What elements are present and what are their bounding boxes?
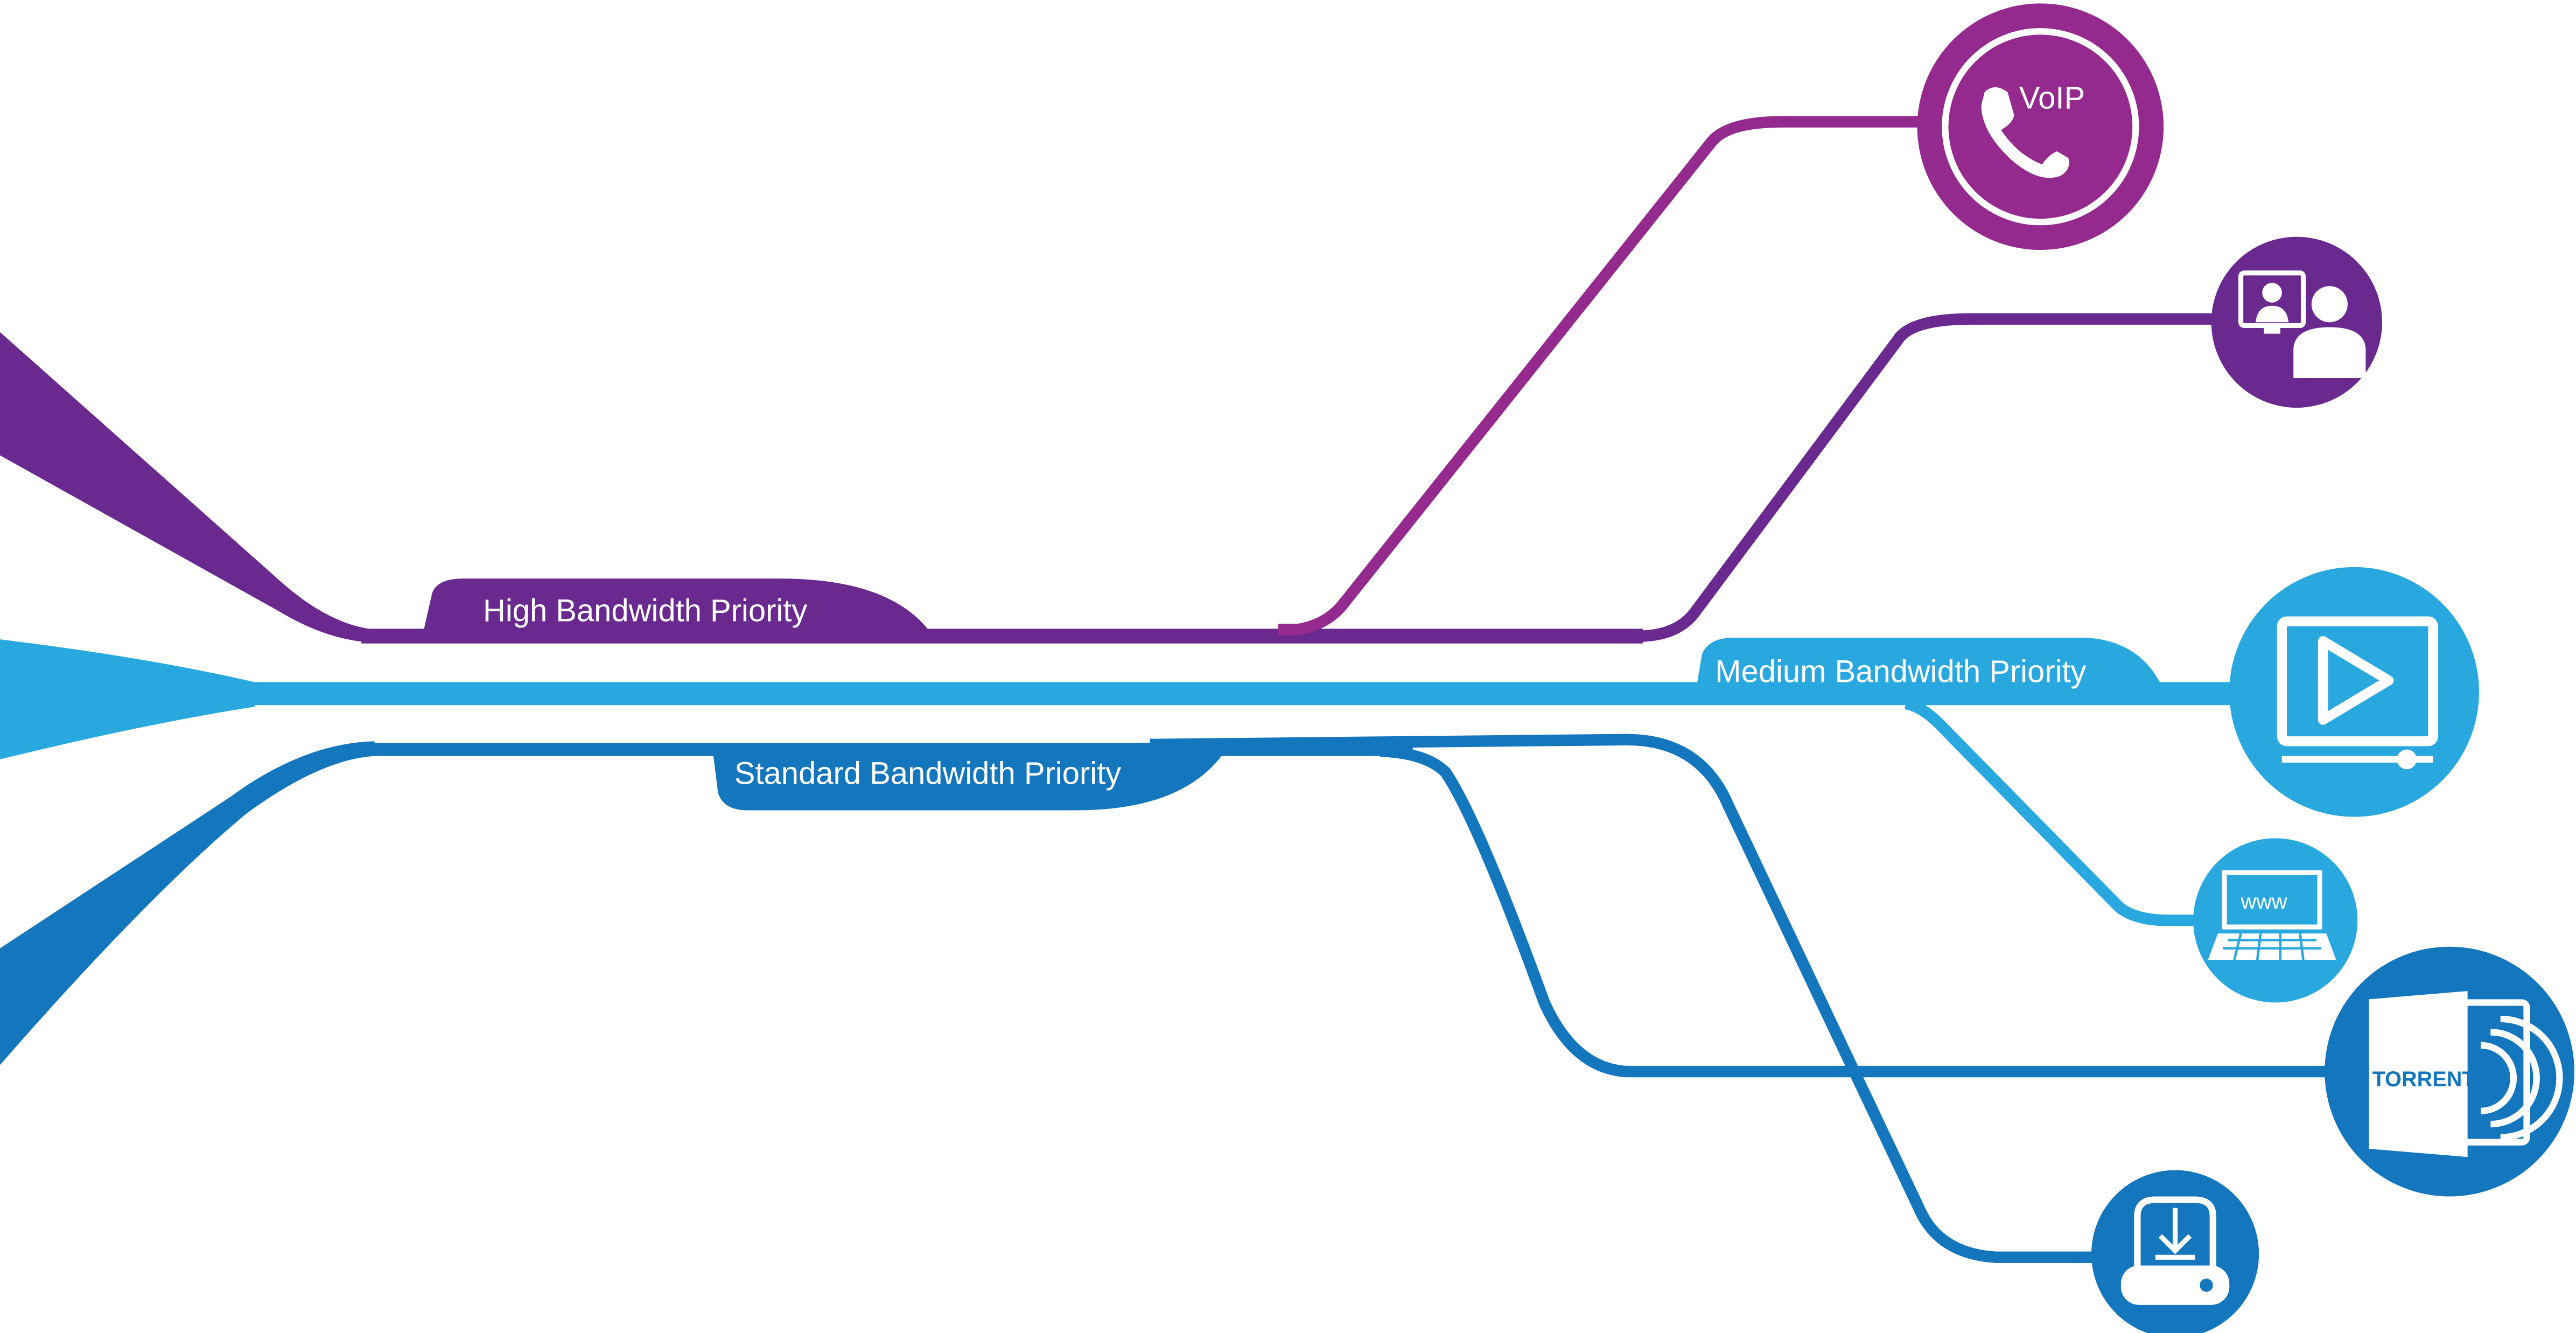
- standard-priority-label: Standard Bandwidth Priority: [734, 757, 1121, 791]
- web-browsing-node: www: [2193, 838, 2358, 1003]
- voip-label: VoIP: [2019, 81, 2085, 116]
- high-priority-label-tab: [424, 578, 928, 630]
- www-label: www: [2241, 890, 2287, 914]
- video-streaming-node: [2229, 567, 2479, 817]
- download-branch-line: [1150, 734, 2103, 1264]
- video-conference-icon: [2238, 270, 2366, 379]
- high-priority-inflow-wedge: [0, 332, 375, 643]
- standard-priority-label-tab: [713, 752, 1224, 811]
- video-conference-node: [2211, 236, 2382, 408]
- video-conference-branch-line: [1626, 313, 2235, 642]
- high-priority-label: High Bandwidth Priority: [483, 594, 807, 629]
- torrent-node: TORRENT: [2325, 946, 2574, 1197]
- torrent-label: TORRENT: [2372, 1067, 2475, 1091]
- voip-node: VoIP: [1917, 3, 2164, 250]
- web-branch-line: [1904, 697, 2210, 926]
- medium-priority-group: Medium Bandwidth Priority: [0, 638, 2251, 926]
- medium-priority-label-tab: [1695, 638, 2166, 694]
- medium-priority-label: Medium Bandwidth Priority: [1715, 654, 2086, 689]
- medium-priority-inflow-wedge: [0, 639, 255, 759]
- voip-branch-line: [1278, 116, 1926, 636]
- laptop-www-icon: www: [2208, 870, 2336, 960]
- download-drive-icon: [2120, 1196, 2230, 1305]
- torrent-icon: TORRENT: [2369, 991, 2563, 1157]
- torrent-branch-line: [1380, 745, 2341, 1078]
- phone-icon: [1981, 87, 2069, 178]
- standard-priority-inflow-wedge: [0, 741, 375, 1065]
- standard-priority-group: Standard Bandwidth Priority: [0, 734, 2341, 1264]
- download-node: [2091, 1170, 2259, 1333]
- high-priority-group: High Bandwidth Priority: [0, 116, 2235, 644]
- video-play-icon: [2277, 616, 2438, 770]
